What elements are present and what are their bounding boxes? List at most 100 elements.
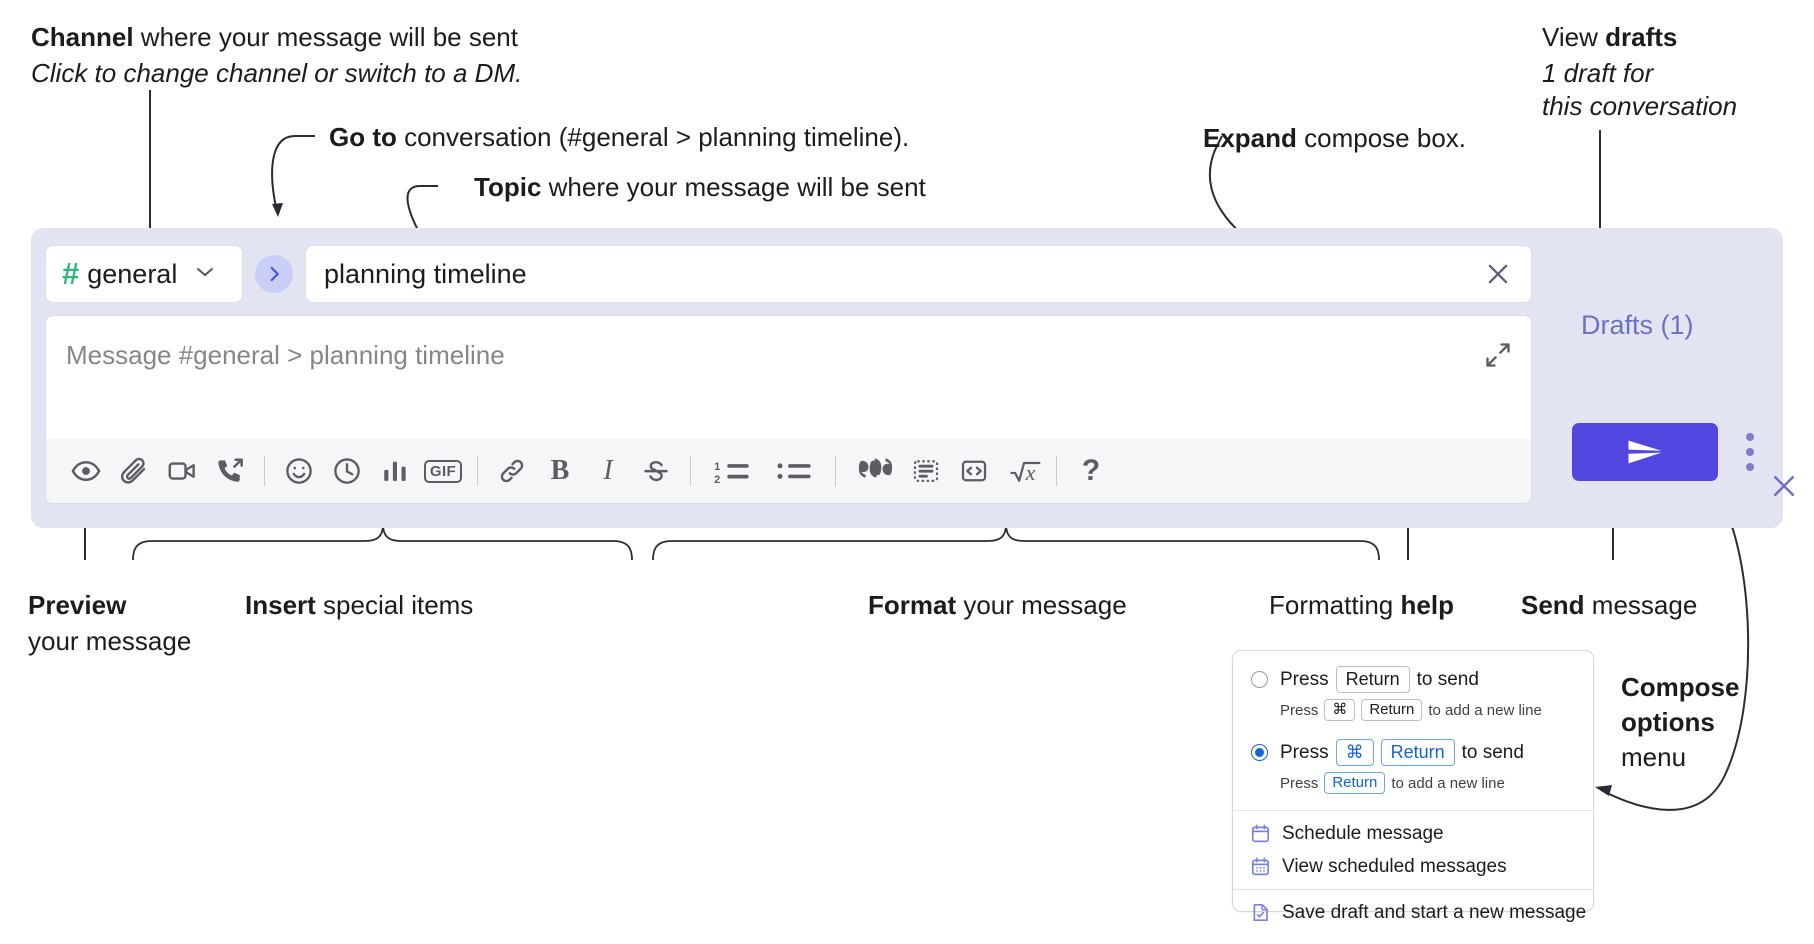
send-option-return-label: Press Return to send <box>1280 666 1479 693</box>
annotation-send-bold: Send <box>1521 590 1585 620</box>
svg-text:2: 2 <box>714 474 720 486</box>
code-block-icon[interactable] <box>902 449 950 493</box>
italic-icon[interactable]: I <box>603 455 613 486</box>
annotation-send-rest: message <box>1584 590 1698 620</box>
channel-selector-button[interactable]: # general <box>45 245 243 303</box>
annotation-insert: Insert special items <box>245 590 473 622</box>
clock-icon[interactable] <box>323 449 371 493</box>
audio-clip-icon[interactable] <box>206 449 254 493</box>
annotation-insert-rest: special items <box>315 590 474 620</box>
kebab-dot <box>1746 433 1754 441</box>
menu-item-label: View scheduled messages <box>1282 855 1507 877</box>
bulleted-list-icon[interactable] <box>763 449 825 493</box>
annotation-compose-options: Compose options menu <box>1621 670 1739 775</box>
menu-item-save-draft[interactable]: Save draft and start a new message <box>1233 896 1593 929</box>
radio-selected-icon <box>1251 744 1268 761</box>
annotation-channel-sub: Click to change channel or switch to a D… <box>31 57 523 88</box>
annotation-goto-bold: Go to <box>329 122 397 152</box>
annotation-goto: Go to conversation (#general > planning … <box>329 122 909 154</box>
bold-icon[interactable]: B <box>550 455 570 486</box>
annotation-help-bold: help <box>1400 590 1454 620</box>
annotation-channel: Channel where your message will be sent … <box>31 22 522 89</box>
annotation-topic-rest: where your message will be sent <box>541 172 926 202</box>
go-to-conversation-button[interactable] <box>255 255 293 293</box>
clear-topic-icon[interactable] <box>1481 257 1515 291</box>
annotation-format-rest: your message <box>956 590 1127 620</box>
code-icon[interactable] <box>950 449 998 493</box>
send-option-cmd-return-label: Press ⌘ Return to send <box>1280 739 1524 766</box>
latex-icon[interactable]: x <box>998 449 1046 493</box>
compose-header-row: # general planning timeline <box>45 243 1532 305</box>
menu-divider <box>1233 889 1593 890</box>
send-option-cmd-return[interactable]: Press ⌘ Return to send <box>1233 736 1593 769</box>
compose-options-menu: Press Return to send Press ⌘ Return to a… <box>1232 650 1594 923</box>
formatting-toolbar: GIF B I <box>45 439 1532 504</box>
annotation-preview-bold: Preview <box>28 590 127 620</box>
send-button[interactable] <box>1572 423 1718 481</box>
channel-name: general <box>87 258 178 289</box>
annotation-compose-options-rest: menu <box>1621 742 1687 773</box>
send-arrow-icon <box>1628 440 1662 464</box>
annotation-compose-options-bold1: Compose <box>1621 672 1740 702</box>
radio-unselected-icon <box>1251 671 1268 688</box>
annotation-expand: Expand compose box. <box>1203 123 1466 155</box>
poll-icon[interactable] <box>371 449 419 493</box>
annotation-format-bold: Format <box>868 590 957 620</box>
annotation-topic: Topic where your message will be sent <box>474 172 926 204</box>
expand-icon[interactable] <box>1481 338 1515 372</box>
message-input-area[interactable]: Message #general > planning timeline <box>45 315 1532 439</box>
annotation-format: Format your message <box>868 590 1127 622</box>
compose-inner: # general planning timeline Message #gen… <box>45 243 1532 515</box>
option1-sub-pre: Press <box>1280 701 1319 719</box>
send-option-return[interactable]: Press Return to send <box>1233 663 1593 696</box>
gif-icon[interactable]: GIF <box>419 449 467 493</box>
topic-value: planning timeline <box>324 258 527 289</box>
compose-panel: # general planning timeline Message #gen… <box>31 228 1794 528</box>
annotation-expand-rest: compose box. <box>1296 123 1467 153</box>
key-return: Return <box>1324 771 1386 795</box>
kebab-dot <box>1746 448 1754 456</box>
svg-text:1: 1 <box>714 461 720 473</box>
annotation-channel-bold: Channel <box>31 22 134 52</box>
calendar-grid-icon <box>1251 857 1270 876</box>
annotation-drafts-sub1: 1 draft for <box>1542 57 1654 88</box>
annotation-expand-bold: Expand <box>1203 123 1297 153</box>
link-icon[interactable] <box>488 449 536 493</box>
annotation-formatting-help: Formatting help <box>1269 590 1454 622</box>
close-icon[interactable] <box>1766 468 1802 504</box>
option1-pre: Press <box>1280 668 1329 690</box>
save-draft-icon <box>1253 903 1268 922</box>
option2-sub-post: to add a new line <box>1391 774 1505 792</box>
blockquote-icon[interactable] <box>846 449 902 493</box>
drafts-link[interactable]: Drafts (1) <box>1581 310 1694 340</box>
topic-input[interactable]: planning timeline <box>305 245 1532 303</box>
strikethrough-icon[interactable] <box>632 449 680 493</box>
key-command: ⌘ <box>1335 739 1374 766</box>
option1-post: to send <box>1416 668 1479 690</box>
option2-post: to send <box>1461 741 1524 763</box>
annotation-insert-bold: Insert <box>245 590 316 620</box>
preview-icon[interactable] <box>62 449 110 493</box>
toolbar-separator <box>264 456 265 486</box>
annotation-drafts: View drafts 1 draft for this conversatio… <box>1542 22 1737 123</box>
menu-item-view-scheduled[interactable]: View scheduled messages <box>1233 850 1593 883</box>
attachment-icon[interactable] <box>110 449 158 493</box>
key-return: Return <box>1335 666 1410 693</box>
annotation-topic-bold: Topic <box>474 172 542 202</box>
help-icon[interactable]: ? <box>1081 454 1101 487</box>
send-option-cmd-return-sub: Press Return to add a new line <box>1233 769 1593 797</box>
menu-item-schedule-message[interactable]: Schedule message <box>1233 817 1593 850</box>
option1-sub-post: to add a new line <box>1428 701 1542 719</box>
annotation-channel-rest: where your message will be sent <box>133 22 518 52</box>
emoji-icon[interactable] <box>275 449 323 493</box>
ordered-list-icon[interactable]: 1 2 <box>701 449 763 493</box>
annotation-send: Send message <box>1521 590 1697 622</box>
toolbar-separator <box>835 456 836 486</box>
annotation-compose-options-bold2: options <box>1621 707 1715 738</box>
message-placeholder: Message #general > planning timeline <box>66 340 505 370</box>
video-clip-icon[interactable] <box>158 449 206 493</box>
key-return: Return <box>1380 739 1455 766</box>
compose-options-button[interactable] <box>1737 426 1763 478</box>
chevron-down-icon <box>195 266 215 282</box>
option2-sub-pre: Press <box>1280 774 1319 792</box>
